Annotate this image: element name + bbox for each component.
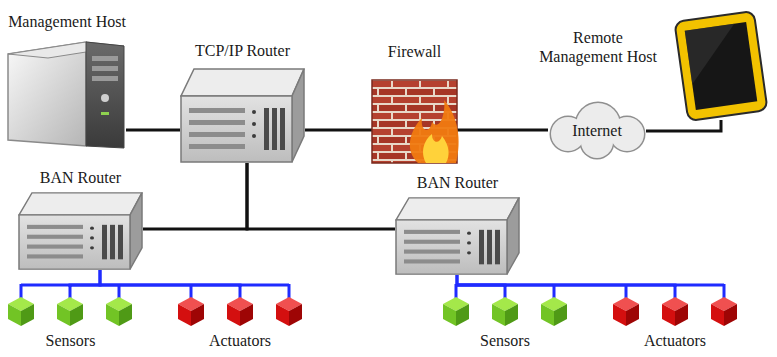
- remote-host-node: Remote Management Host: [672, 12, 770, 120]
- device-group: Sensors: [8, 287, 133, 351]
- node-label: Sensors: [8, 331, 133, 350]
- tower-computer: [8, 42, 124, 148]
- router-icon: [396, 198, 519, 274]
- tablet-icon: [674, 11, 767, 121]
- actuator-cubes: [178, 297, 737, 326]
- node-label: Remote Management Host: [532, 28, 664, 66]
- device-group: Sensors: [440, 287, 570, 351]
- router-node: TCP/IP Router: [180, 68, 305, 163]
- node-label: BAN Router: [40, 168, 121, 187]
- router-icon: [19, 193, 142, 269]
- cloud-node: Internet: [548, 108, 646, 154]
- device-group: Actuators: [610, 287, 740, 351]
- sensor-cubes: [8, 297, 567, 326]
- firewall-node: Firewall: [372, 80, 457, 163]
- node-label: Internet: [548, 121, 646, 140]
- firewall-icon: [372, 80, 459, 163]
- node-label: Sensors: [440, 331, 570, 350]
- network-link: [646, 120, 721, 131]
- device-group: Actuators: [175, 287, 305, 351]
- node-label: Actuators: [610, 331, 740, 350]
- network-link: [126, 129, 180, 132]
- router-node: BAN Router: [395, 197, 520, 275]
- node-label: Management Host: [8, 12, 126, 31]
- node-label: BAN Router: [417, 173, 498, 192]
- node-label: Firewall: [388, 42, 441, 61]
- router-icon: [181, 69, 304, 162]
- network-link: [457, 129, 548, 132]
- host-node: Management Host: [8, 40, 126, 148]
- node-label: Actuators: [175, 331, 305, 350]
- node-label: TCP/IP Router: [195, 41, 290, 60]
- router-node: BAN Router: [18, 192, 143, 270]
- network-link: [247, 163, 395, 229]
- network-link: [305, 129, 372, 132]
- network-link: [143, 163, 247, 229]
- bus-wire: [21, 284, 724, 300]
